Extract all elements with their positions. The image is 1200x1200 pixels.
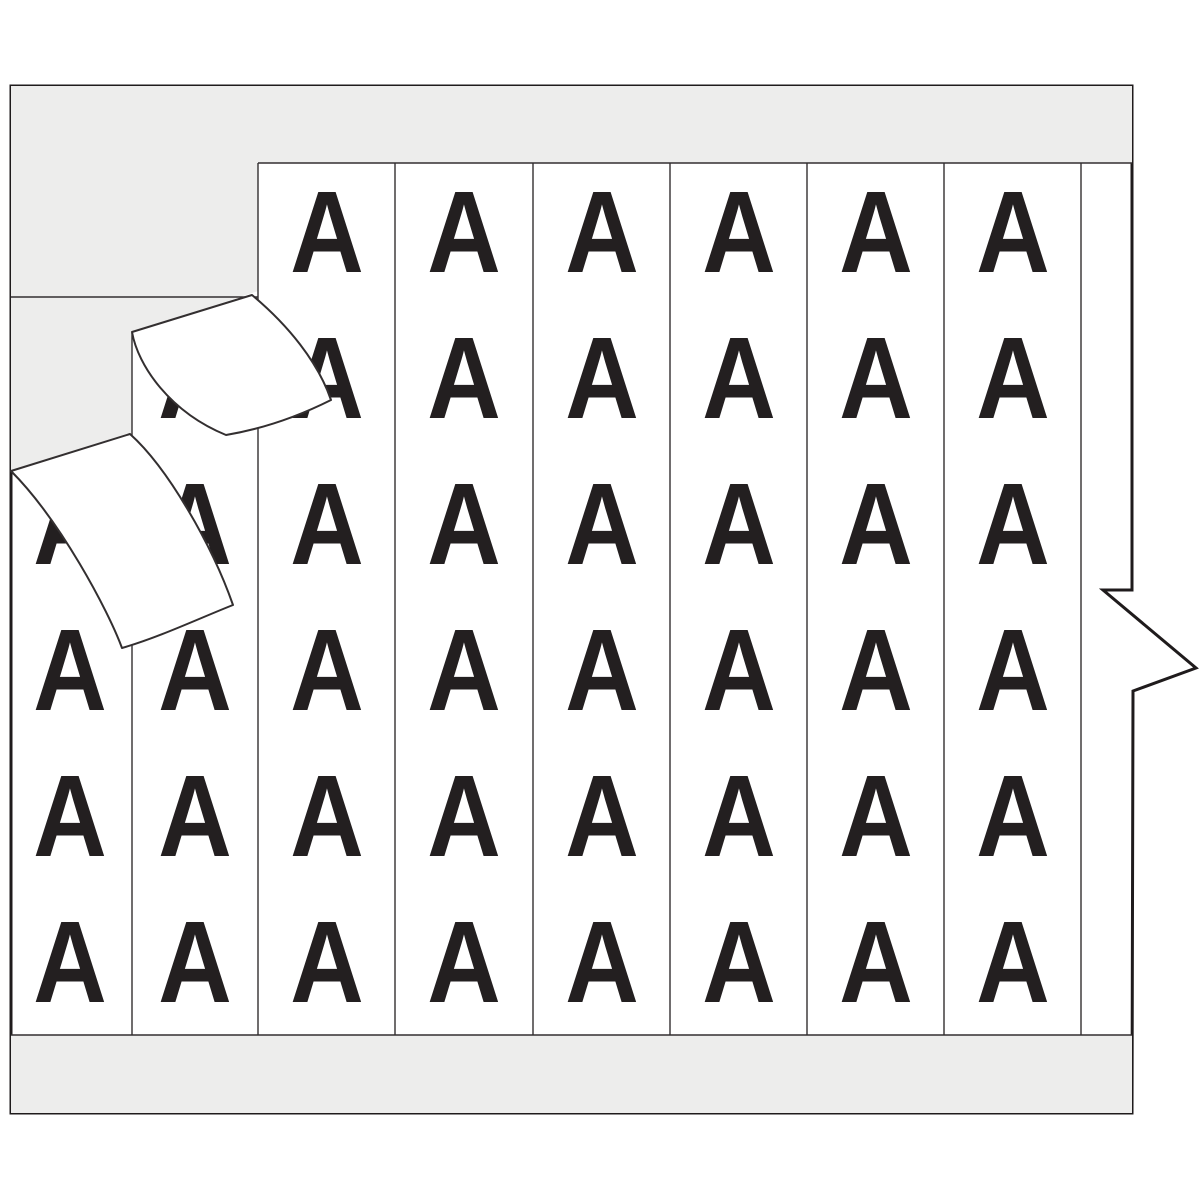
marker-letter: A [838,751,913,881]
marker-letter: A [289,897,364,1027]
marker-letter: A [975,313,1050,443]
marker-letter: A [975,605,1050,735]
marker-letter: A [838,897,913,1027]
marker-letter: A [975,459,1050,589]
marker-letter: A [975,897,1050,1027]
marker-letter: A [158,751,232,881]
marker-letter: A [564,167,639,297]
marker-letter: A [564,751,639,881]
marker-letter: A [427,897,501,1027]
marker-letter: A [564,897,639,1027]
liner-peeled-area [11,163,258,471]
marker-letter: A [158,897,232,1027]
marker-letter: A [289,459,364,589]
marker-letter: A [838,459,913,589]
marker-letter: A [427,605,501,735]
liner-bottom-band [11,1035,1132,1113]
marker-letter: A [564,459,639,589]
marker-letter: A [33,751,107,881]
liner-top-band [11,86,1132,163]
marker-letter: A [33,897,107,1027]
marker-letter: A [33,605,107,735]
marker-letter: A [838,605,913,735]
marker-letter: A [701,897,776,1027]
marker-letter: A [838,167,913,297]
marker-letter: A [427,167,501,297]
marker-letter: A [564,605,639,735]
peeling-label-2 [10,433,234,649]
marker-letter: A [564,313,639,443]
die-cut-lines [11,162,1132,1036]
peeling-label-1 [131,294,332,436]
marker-letter: A [975,751,1050,881]
marker-letter: A [427,459,501,589]
marker-letter: A [289,751,364,881]
marker-letter: A [701,605,776,735]
marker-letter: A [701,313,776,443]
marker-letter: A [701,459,776,589]
marker-letter: A [975,167,1050,297]
marker-letter: A [701,751,776,881]
marker-letter: A [427,313,501,443]
marker-letter: A [427,751,501,881]
marker-letter: A [289,167,364,297]
marker-letter: A [838,313,913,443]
marker-letter: A [289,605,364,735]
marker-letter: A [701,167,776,297]
